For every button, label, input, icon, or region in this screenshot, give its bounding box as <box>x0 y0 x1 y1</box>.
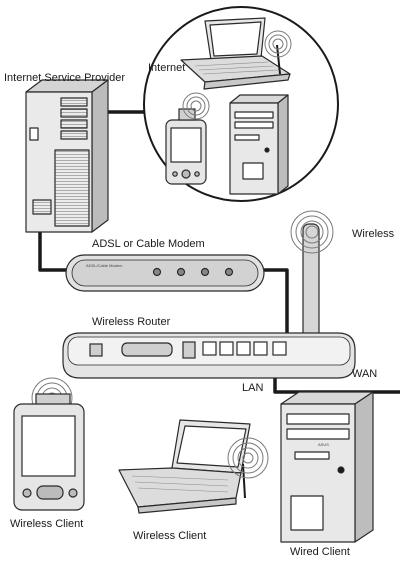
lan-label: LAN <box>242 382 263 394</box>
wan-label: WAN <box>352 368 377 380</box>
pda-icon <box>166 109 206 184</box>
isp-label: Internet Service Provider <box>4 72 125 84</box>
isp-server-icon <box>26 80 108 232</box>
wireless-client-left-label: Wireless Client <box>10 518 83 530</box>
wired-client-label: Wired Client <box>290 546 350 558</box>
modem-label: ADSL or Cable Modem <box>92 238 205 250</box>
modem-icon: ADSL/Cable Modem <box>66 255 264 291</box>
modem-brand: ADSL/Cable Modem <box>86 263 123 268</box>
desktop-pc-icon: ASUS <box>281 392 373 542</box>
pda-icon <box>14 394 84 510</box>
pc-brand: ASUS <box>318 442 329 447</box>
router-icon <box>63 333 355 378</box>
internet-label: Internet <box>148 62 185 74</box>
desktop-pc-icon <box>230 95 288 194</box>
wireless-label: Wireless <box>352 228 394 240</box>
router-label: Wireless Router <box>92 316 170 328</box>
wireless-client-middle-label: Wireless Client <box>133 530 206 542</box>
